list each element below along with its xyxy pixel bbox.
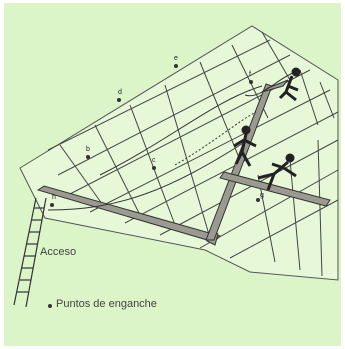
anchor-letter: d: [118, 89, 122, 96]
worker-middle: [233, 125, 257, 167]
anchor-point: [256, 198, 260, 202]
roof-surface: [19, 25, 339, 281]
anchor-points-legend: Puntos de enganche: [56, 298, 157, 310]
anchor-letter: f: [249, 71, 251, 78]
anchor-letter: b: [86, 146, 90, 153]
safety-lines: [47, 71, 296, 211]
anchor-point: [117, 98, 121, 102]
worker-top: [278, 67, 301, 102]
anchor-letter: e: [174, 55, 178, 62]
anchor-point: [174, 64, 178, 68]
access-ladder: [13, 197, 47, 308]
anchor-point: [152, 166, 156, 170]
anchor-letter: h: [52, 194, 56, 201]
anchor-letter: g: [260, 192, 264, 199]
worker-bottom: [257, 153, 297, 191]
anchor-letter: c: [152, 157, 156, 164]
anchor-legend-dot: [48, 304, 52, 308]
access-label: Acceso: [40, 246, 77, 258]
anchor-point: [50, 203, 54, 207]
anchor-point: [86, 155, 90, 159]
anchor-point: [249, 80, 253, 84]
roof-planks: [36, 79, 331, 246]
